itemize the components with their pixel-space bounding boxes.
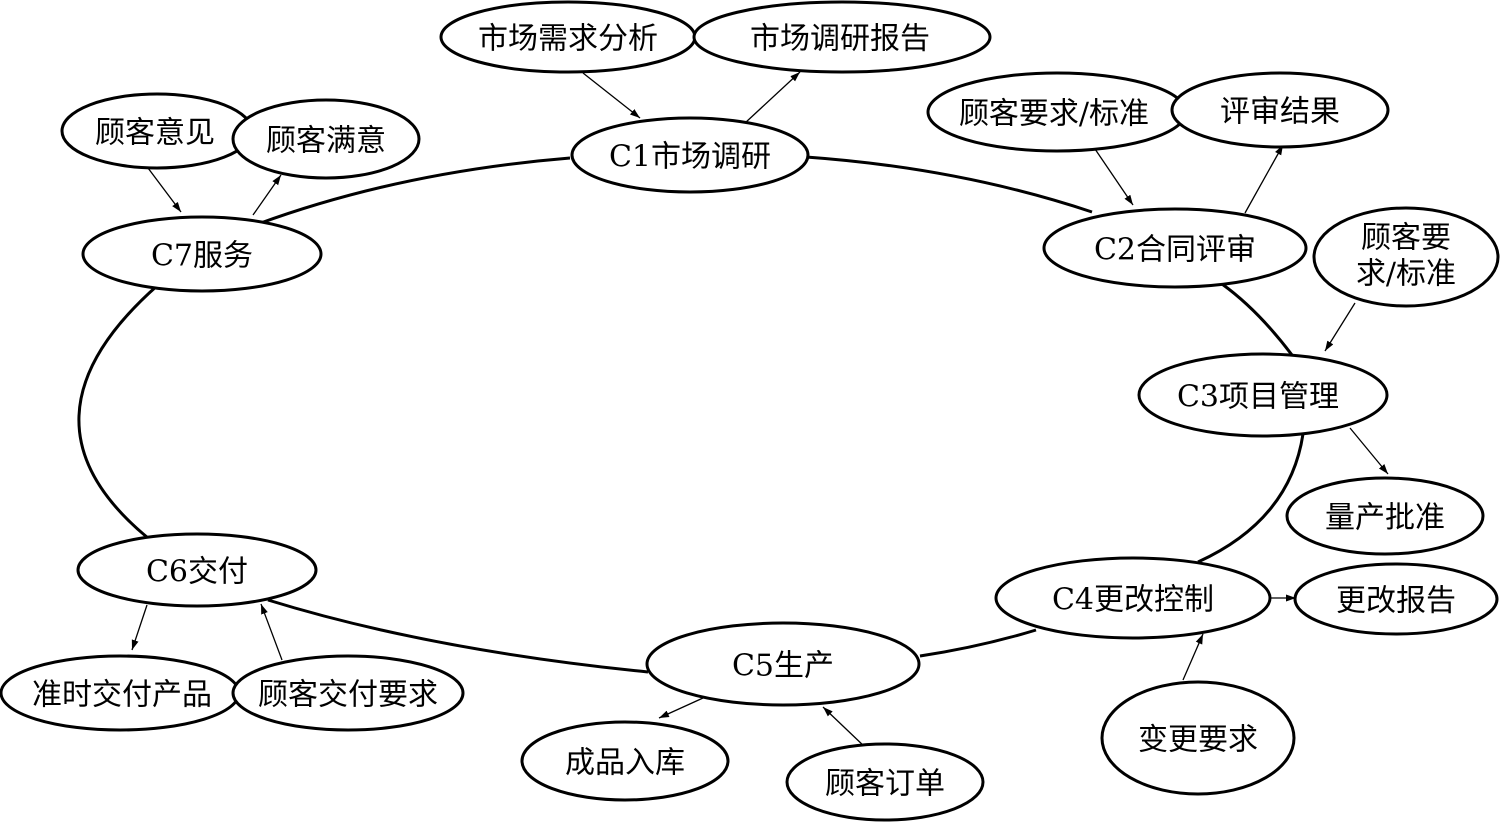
stage-c3-node: C3项目管理 bbox=[1137, 352, 1389, 438]
c7-output-label: 顾客满意 bbox=[266, 124, 386, 159]
io-arrows bbox=[131, 71, 1389, 749]
c6-output-label: 准时交付产品 bbox=[32, 678, 212, 713]
arrow-c6-input bbox=[260, 603, 283, 661]
c7-input-node: 顾客意见 bbox=[60, 92, 254, 170]
arrow-c5-input bbox=[822, 706, 867, 749]
arrow-c1-output bbox=[744, 71, 801, 124]
c4-output-node: 更改报告 bbox=[1293, 562, 1499, 636]
connector-c5-c6 bbox=[267, 598, 649, 674]
arrow-c3-output bbox=[1349, 427, 1389, 475]
c1-output-label: 市场调研报告 bbox=[750, 22, 930, 57]
c4-input-node: 变更要求 bbox=[1100, 680, 1296, 796]
c1-output-node: 市场调研报告 bbox=[692, 0, 992, 74]
c3-input-label-line1: 顾客要 bbox=[1361, 221, 1451, 256]
stage-c7-node: C7服务 bbox=[81, 215, 323, 293]
stage-c3-label: C3项目管理 bbox=[1177, 380, 1339, 415]
cycle-connectors bbox=[77, 155, 1305, 674]
connector-c2-c3 bbox=[1221, 282, 1294, 356]
c2-output-node: 评审结果 bbox=[1170, 71, 1390, 149]
c5-input-node: 顾客订单 bbox=[785, 742, 985, 822]
c6-input-label: 顾客交付要求 bbox=[258, 678, 438, 713]
connector-c3-c4 bbox=[1197, 433, 1305, 564]
c4-input-label: 变更要求 bbox=[1138, 723, 1258, 758]
stage-c2-label: C2合同评审 bbox=[1094, 233, 1256, 268]
c4-output-label: 更改报告 bbox=[1336, 584, 1456, 619]
c6-output-node: 准时交付产品 bbox=[0, 654, 241, 732]
c3-output-label: 量产批准 bbox=[1325, 501, 1445, 536]
arrow-c7-input bbox=[147, 167, 182, 213]
connector-c1-c2 bbox=[805, 155, 1093, 214]
stage-c4-label: C4更改控制 bbox=[1052, 583, 1214, 618]
arrow-c5-output bbox=[658, 697, 704, 719]
stage-c7-label: C7服务 bbox=[151, 239, 253, 274]
stage-c2-node: C2合同评审 bbox=[1042, 207, 1308, 289]
stage-c1-node: C1市场调研 bbox=[570, 116, 810, 194]
stage-c1-label: C1市场调研 bbox=[609, 140, 771, 175]
arrow-c2-output bbox=[1244, 144, 1284, 214]
c1-input-label: 市场需求分析 bbox=[478, 22, 658, 57]
c3-output-node: 量产批准 bbox=[1285, 476, 1485, 556]
stage-c6-node: C6交付 bbox=[76, 532, 318, 608]
arrow-c4-input bbox=[1182, 633, 1204, 681]
c5-output-label: 成品入库 bbox=[565, 746, 685, 781]
connector-c4-c5 bbox=[919, 628, 1037, 658]
c7-input-label: 顾客意见 bbox=[95, 116, 215, 151]
arrow-c7-output bbox=[252, 174, 282, 216]
c7-output-node: 顾客满意 bbox=[231, 98, 421, 180]
connector-c6-c7 bbox=[77, 283, 159, 540]
stage-c5-node: C5生产 bbox=[645, 621, 921, 707]
c2-input-node: 顾客要求/标准 bbox=[926, 71, 1188, 153]
c6-input-node: 顾客交付要求 bbox=[231, 654, 465, 732]
stage-c5-label: C5生产 bbox=[732, 649, 834, 684]
arrow-c1-input bbox=[582, 72, 641, 119]
connector-c7-c1 bbox=[257, 156, 571, 226]
c2-output-label: 评审结果 bbox=[1220, 95, 1340, 130]
arrow-c3-input bbox=[1324, 302, 1356, 352]
c1-input-node: 市场需求分析 bbox=[439, 0, 697, 74]
c3-input-label-line2: 求/标准 bbox=[1356, 257, 1456, 292]
arrow-c2-input bbox=[1094, 148, 1134, 206]
c2-input-label: 顾客要求/标准 bbox=[959, 97, 1149, 132]
c3-input-node: 顾客要 求/标准 bbox=[1312, 206, 1500, 308]
stage-c4-node: C4更改控制 bbox=[994, 556, 1272, 640]
stage-c6-label: C6交付 bbox=[146, 555, 248, 590]
arrow-c6-output bbox=[131, 604, 148, 651]
c5-input-label: 顾客订单 bbox=[825, 767, 945, 802]
c5-output-node: 成品入库 bbox=[520, 720, 730, 802]
